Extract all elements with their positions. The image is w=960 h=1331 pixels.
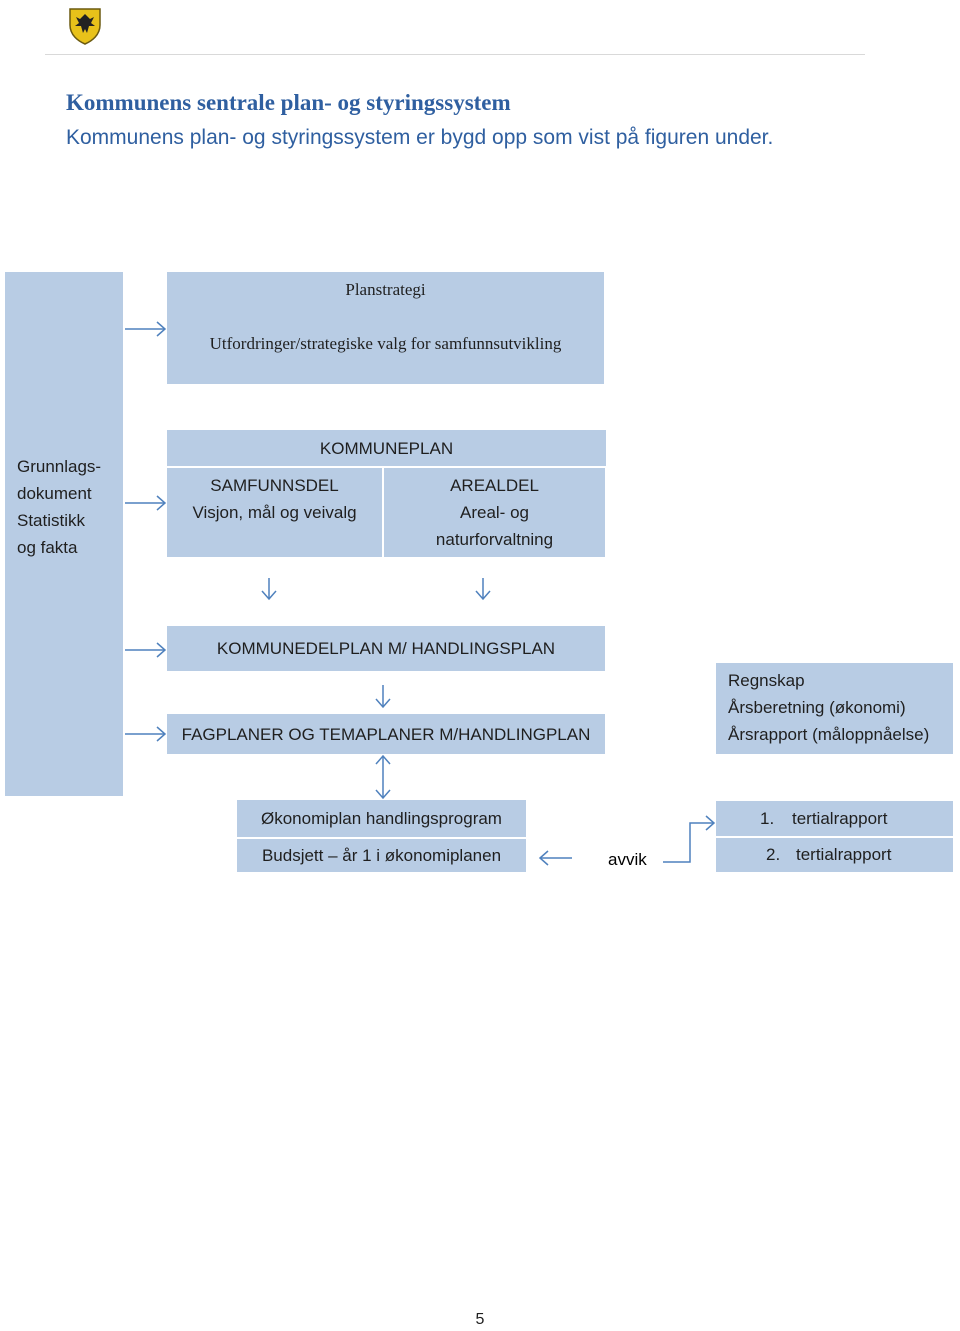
- samfunnsdel-box: SAMFUNNSDEL Visjon, mål og veivalg: [167, 468, 382, 557]
- arrow-bidirectional-fagplaner-okonomiplan: [375, 754, 391, 800]
- arealdel-text: AREALDEL Areal- og naturforvaltning: [384, 472, 605, 553]
- tertial-2-num: 2.: [766, 845, 781, 864]
- planstrategi-title: Planstrategi: [345, 280, 426, 299]
- arealdel-box: AREALDEL Areal- og naturforvaltning: [384, 468, 605, 557]
- planstrategi-text: Utfordringer/strategiske valg for samfun…: [209, 334, 562, 353]
- arealdel-desc-2: naturforvaltning: [435, 530, 554, 549]
- grunnlag-line-3: Statistikk: [17, 511, 86, 530]
- regnskap-box: Regnskap Årsberetning (økonomi) Årsrappo…: [716, 663, 953, 754]
- header-rule: [45, 54, 865, 55]
- samfunnsdel-desc: Visjon, mål og veivalg: [192, 503, 357, 522]
- arrow-to-planstrategi: [125, 321, 167, 337]
- arealdel-title: AREALDEL: [450, 476, 539, 495]
- planstrategi-box: Planstrategi Utfordringer/strategiske va…: [167, 272, 604, 384]
- tertial-box-1: 1. tertialrapport: [716, 801, 953, 836]
- samfunnsdel-text: SAMFUNNSDEL Visjon, mål og veivalg: [167, 472, 382, 526]
- grunnlag-line-1: Grunnlags-: [17, 457, 102, 476]
- samfunnsdel-title: SAMFUNNSDEL: [210, 476, 339, 495]
- tertial-1-num: 1.: [760, 809, 775, 828]
- fagplaner-box: FAGPLANER OG TEMAPLANER M/HANDLINGPLAN: [167, 714, 605, 754]
- tertial-2-label: tertialrapport: [796, 845, 892, 864]
- kommuneplan-header: KOMMUNEPLAN: [167, 430, 606, 466]
- budsjett-box: Budsjett – år 1 i økonomiplanen: [237, 839, 526, 872]
- arrow-down-samfunnsdel: [261, 578, 277, 601]
- arrow-down-arealdel: [475, 578, 491, 601]
- regnskap-text: Regnskap Årsberetning (økonomi) Årsrappo…: [728, 667, 929, 748]
- coat-of-arms-logo: [68, 7, 102, 45]
- kommunedelplan-box: KOMMUNEDELPLAN M/ HANDLINGSPLAN: [167, 626, 605, 671]
- page-subtitle: Kommunens plan- og styringssystem er byg…: [66, 126, 774, 149]
- arealdel-desc-1: Areal- og: [460, 503, 529, 522]
- grunnlag-text: Grunnlags- dokument Statistikk og fakta: [17, 453, 101, 561]
- arrow-to-fagplaner: [125, 726, 167, 742]
- grunnlag-column: [5, 272, 123, 796]
- arrow-to-kommunedelplan: [125, 642, 167, 658]
- arrow-to-kommuneplan: [125, 495, 167, 511]
- arrow-tertial-bracket: [663, 815, 716, 863]
- arrow-avvik-to-budsjett: [538, 850, 572, 866]
- page-number: 5: [475, 1311, 485, 1328]
- regnskap-line-1: Regnskap: [728, 671, 805, 690]
- regnskap-line-2: Årsberetning (økonomi): [728, 698, 906, 717]
- regnskap-line-3: Årsrapport (måloppnåelse): [728, 725, 930, 744]
- arrow-down-kommunedelplan: [375, 685, 391, 709]
- tertial-1-label: tertialrapport: [792, 809, 888, 828]
- avvik-label: avvik: [608, 850, 647, 869]
- page-title: Kommunens sentrale plan- og styringssyst…: [66, 90, 511, 115]
- tertial-box-2: 2. tertialrapport: [716, 838, 953, 872]
- grunnlag-line-4: og fakta: [17, 538, 78, 557]
- grunnlag-line-2: dokument: [17, 484, 92, 503]
- okonomiplan-box: Økonomiplan handlingsprogram: [237, 800, 526, 837]
